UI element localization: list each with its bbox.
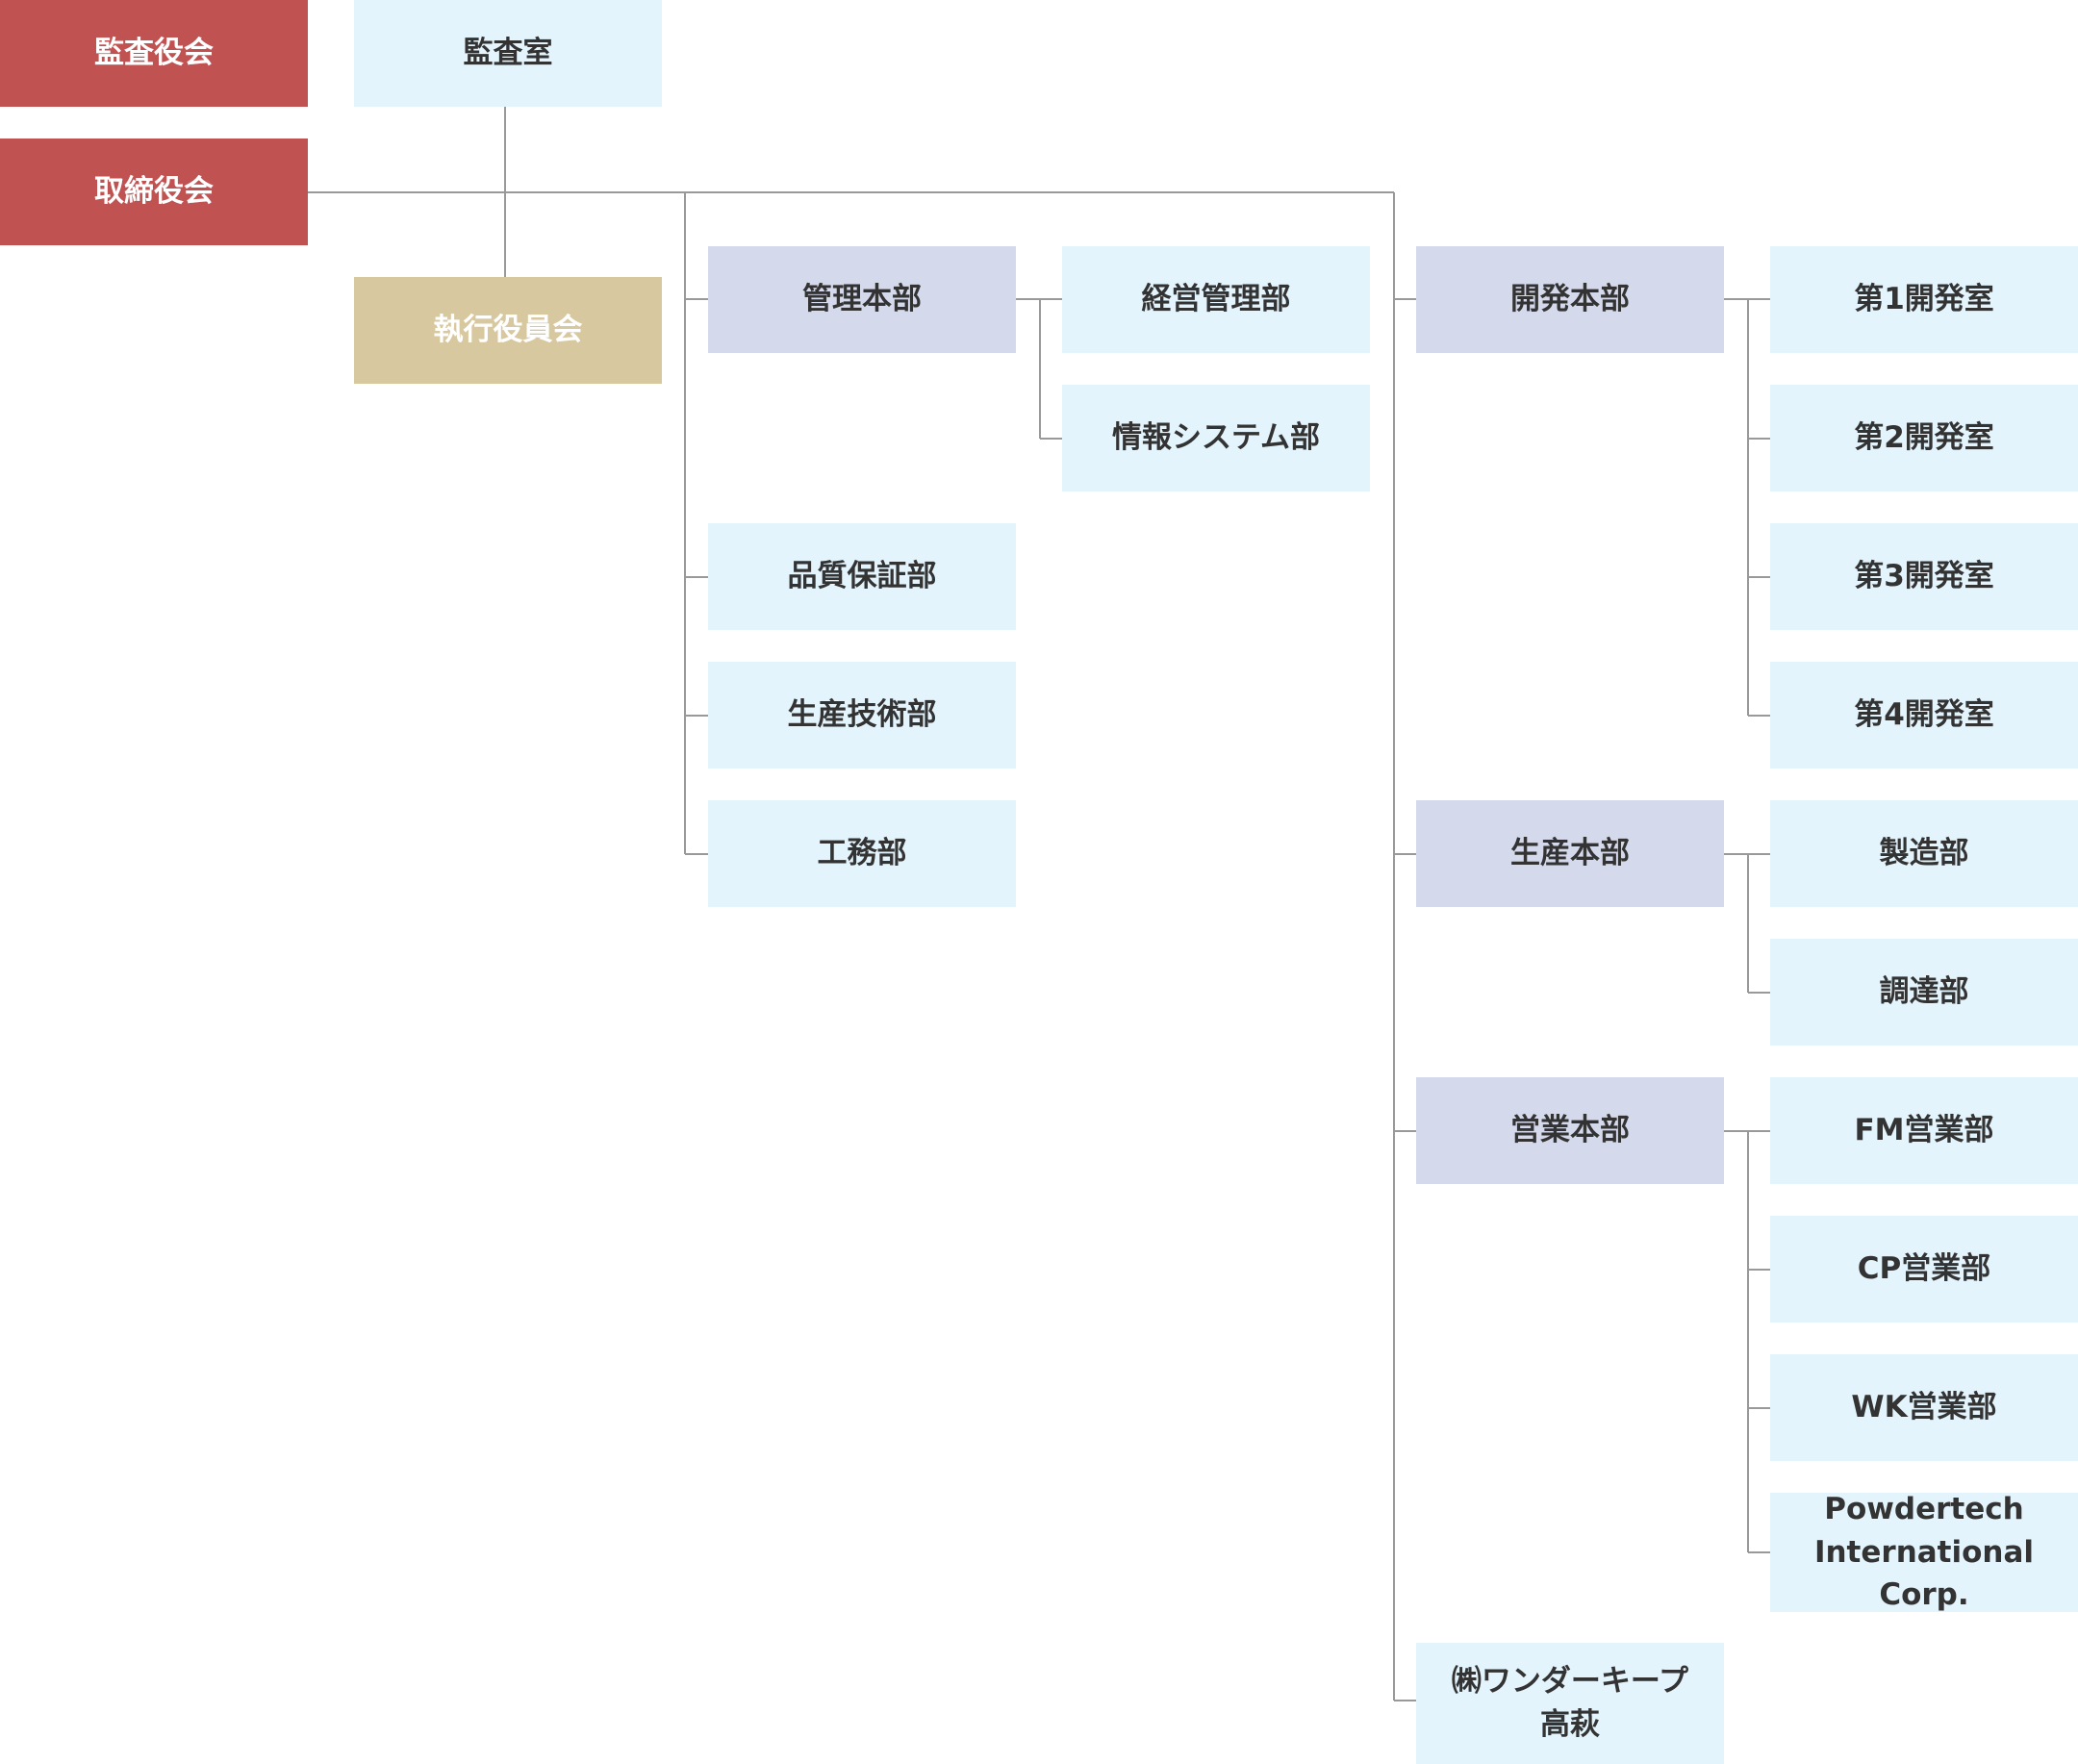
production-hq-box: 生産本部 <box>1416 800 1724 907</box>
executive-committee-label: 執行役員会 <box>433 313 583 348</box>
dev-lab-1-label: 第1開発室 <box>1854 282 1994 317</box>
audit-office-box: 監査室 <box>354 0 662 107</box>
wonderkeep-box: ㈱ワンダーキープ 高萩 <box>1416 1643 1724 1764</box>
dev-lab-3-box: 第3開発室 <box>1770 523 2078 630</box>
admin-hq-box: 管理本部 <box>708 246 1016 353</box>
dev-lab-4-label: 第4開発室 <box>1854 697 1994 733</box>
audit-board-label: 監査役会 <box>94 36 214 71</box>
admin-hq-label: 管理本部 <box>802 282 922 317</box>
dev-lab-3-label: 第3開発室 <box>1854 559 1994 594</box>
cp-sales-label: CP営業部 <box>1857 1251 1991 1287</box>
facilities-box: 工務部 <box>708 800 1016 907</box>
procurement-box: 調達部 <box>1770 939 2078 1046</box>
sales-hq-label: 営業本部 <box>1510 1113 1630 1148</box>
powdertech-label-line2: International Corp. <box>1813 1534 2035 1613</box>
audit-board-box: 監査役会 <box>0 0 308 107</box>
production-engineering-label: 生産技術部 <box>787 697 937 733</box>
wonderkeep-label-line2: 高萩 <box>1540 1707 1600 1742</box>
fm-sales-label: FM営業部 <box>1854 1113 1994 1148</box>
wonderkeep-label-line1: ㈱ワンダーキープ <box>1451 1664 1689 1700</box>
production-hq-label: 生産本部 <box>1510 836 1630 871</box>
dev-lab-2-box: 第2開発室 <box>1770 385 2078 491</box>
dev-lab-2-label: 第2開発室 <box>1854 420 1994 456</box>
info-systems-box: 情報システム部 <box>1062 385 1370 491</box>
dev-lab-1-box: 第1開発室 <box>1770 246 2078 353</box>
board-of-directors-label: 取締役会 <box>94 174 214 210</box>
powdertech-box: Powdertech International Corp. <box>1770 1492 2078 1612</box>
cp-sales-box: CP営業部 <box>1770 1216 2078 1323</box>
executive-committee-box: 執行役員会 <box>354 277 662 384</box>
manufacturing-label: 製造部 <box>1879 836 1969 871</box>
audit-office-label: 監査室 <box>463 36 553 71</box>
management-admin-box: 経営管理部 <box>1062 246 1370 353</box>
fm-sales-box: FM営業部 <box>1770 1077 2078 1184</box>
management-admin-label: 経営管理部 <box>1141 282 1291 317</box>
facilities-label: 工務部 <box>817 836 907 871</box>
dev-lab-4-box: 第4開発室 <box>1770 662 2078 769</box>
quality-assurance-box: 品質保証部 <box>708 523 1016 630</box>
wk-sales-label: WK営業部 <box>1851 1390 1997 1425</box>
manufacturing-box: 製造部 <box>1770 800 2078 907</box>
development-hq-label: 開発本部 <box>1510 282 1630 317</box>
info-systems-label: 情報システム部 <box>1111 420 1321 456</box>
wk-sales-box: WK営業部 <box>1770 1354 2078 1461</box>
production-engineering-box: 生産技術部 <box>708 662 1016 769</box>
powdertech-label-line1: Powdertech <box>1824 1491 2024 1526</box>
sales-hq-box: 営業本部 <box>1416 1077 1724 1184</box>
development-hq-box: 開発本部 <box>1416 246 1724 353</box>
procurement-label: 調達部 <box>1879 974 1969 1010</box>
board-of-directors-box: 取締役会 <box>0 139 308 245</box>
quality-assurance-label: 品質保証部 <box>787 559 937 594</box>
